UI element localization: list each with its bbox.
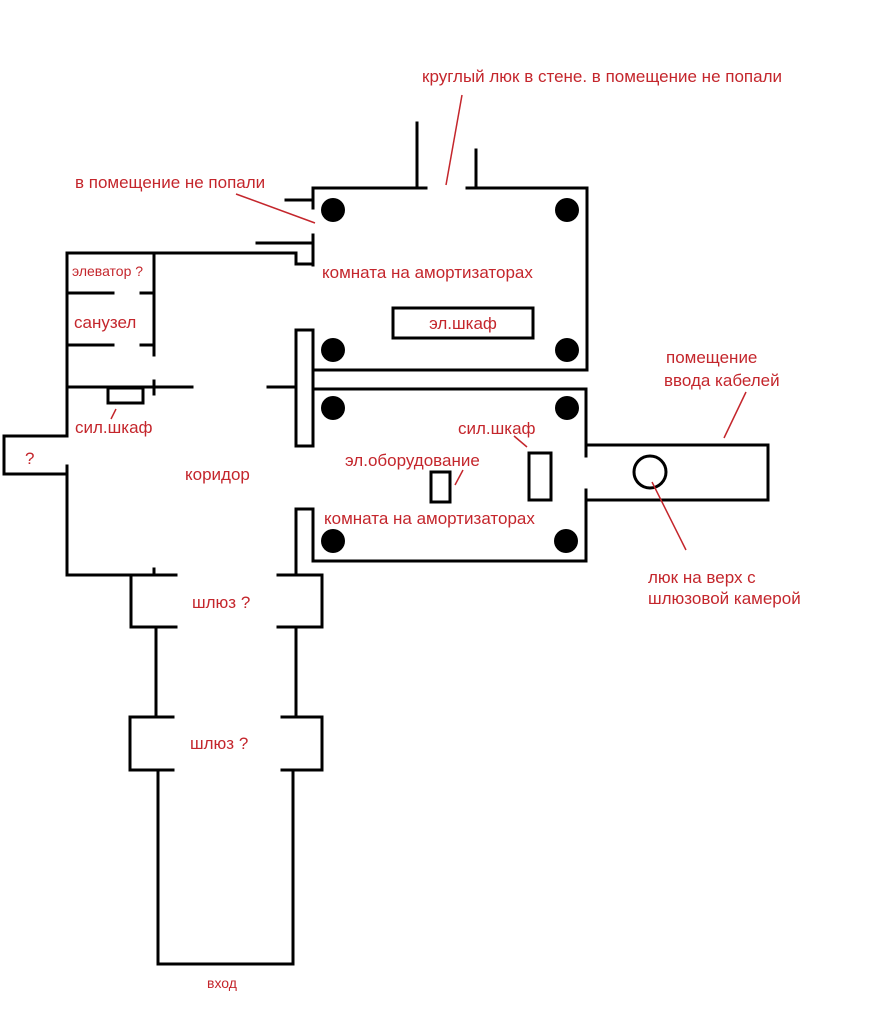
- electrical-cabinet-box: [391, 306, 535, 340]
- cable-room-walls: [584, 443, 770, 502]
- entrance-walls: [156, 768, 295, 966]
- electrical-equipment-box: [429, 470, 452, 504]
- entrance-label: вход: [207, 975, 237, 991]
- power-cabinet-left-box: [106, 386, 145, 405]
- lower-room-walls: [311, 387, 588, 563]
- corridor-top-wall: [65, 251, 315, 438]
- shock-absorber: [321, 396, 345, 420]
- shock-absorber: [321, 529, 345, 553]
- shock-absorber: [554, 529, 578, 553]
- no-access-note: в помещение не попали: [75, 173, 265, 192]
- shock-absorber: [555, 396, 579, 420]
- leader-line: [723, 391, 747, 439]
- passage-walls: [154, 625, 298, 719]
- lower-room-label: комната на амортизаторах: [324, 509, 535, 528]
- upper-room-walls: [255, 121, 589, 372]
- hatch-label-2: шлюзовой камерой: [648, 589, 801, 608]
- airlock-1-walls: [129, 573, 324, 629]
- leader-line: [651, 481, 687, 551]
- leader-line: [513, 435, 528, 448]
- leader-line: [110, 408, 117, 420]
- hatch-circle: [632, 454, 668, 490]
- upper-partition: [294, 328, 315, 448]
- corridor-label: коридор: [185, 465, 250, 484]
- unknown-room-label: ?: [25, 449, 34, 468]
- labels: круглый люк в стене. в помещение не попа…: [25, 67, 801, 991]
- electrical-equipment-label: эл.оборудование: [345, 451, 480, 470]
- leader-line: [445, 94, 463, 186]
- shock-absorbers: [321, 198, 579, 553]
- upper-room-label: комната на амортизаторах: [322, 263, 533, 282]
- power-cabinet-right-label: сил.шкаф: [458, 419, 536, 438]
- round-hatch-note: круглый люк в стене. в помещение не попа…: [422, 67, 782, 86]
- unknown-room-walls: [2, 434, 324, 577]
- equipment: [106, 306, 668, 504]
- cable-room-label-2: ввода кабелей: [664, 371, 780, 390]
- shock-absorber: [555, 198, 579, 222]
- elevator-label: элеватор ?: [72, 263, 143, 279]
- shock-absorber: [321, 338, 345, 362]
- lower-partition-walls: [294, 507, 315, 577]
- electrical-cabinet-label: эл.шкаф: [429, 314, 497, 333]
- leader-lines: [110, 94, 747, 551]
- cable-room-label-1: помещение: [666, 348, 757, 367]
- power-cabinet-right-box: [527, 451, 553, 502]
- airlock-1-label: шлюз ?: [192, 593, 250, 612]
- shock-absorber: [555, 338, 579, 362]
- walls: [2, 121, 770, 966]
- hatch-label-1: люк на верх с: [648, 568, 756, 587]
- bathroom-label: санузел: [74, 313, 136, 332]
- airlock-2-label: шлюз ?: [190, 734, 248, 753]
- leader-line: [235, 193, 316, 224]
- power-cabinet-left-label: сил.шкаф: [75, 418, 153, 437]
- shock-absorber: [321, 198, 345, 222]
- airlock-2-walls: [128, 715, 324, 772]
- leader-line: [454, 469, 464, 486]
